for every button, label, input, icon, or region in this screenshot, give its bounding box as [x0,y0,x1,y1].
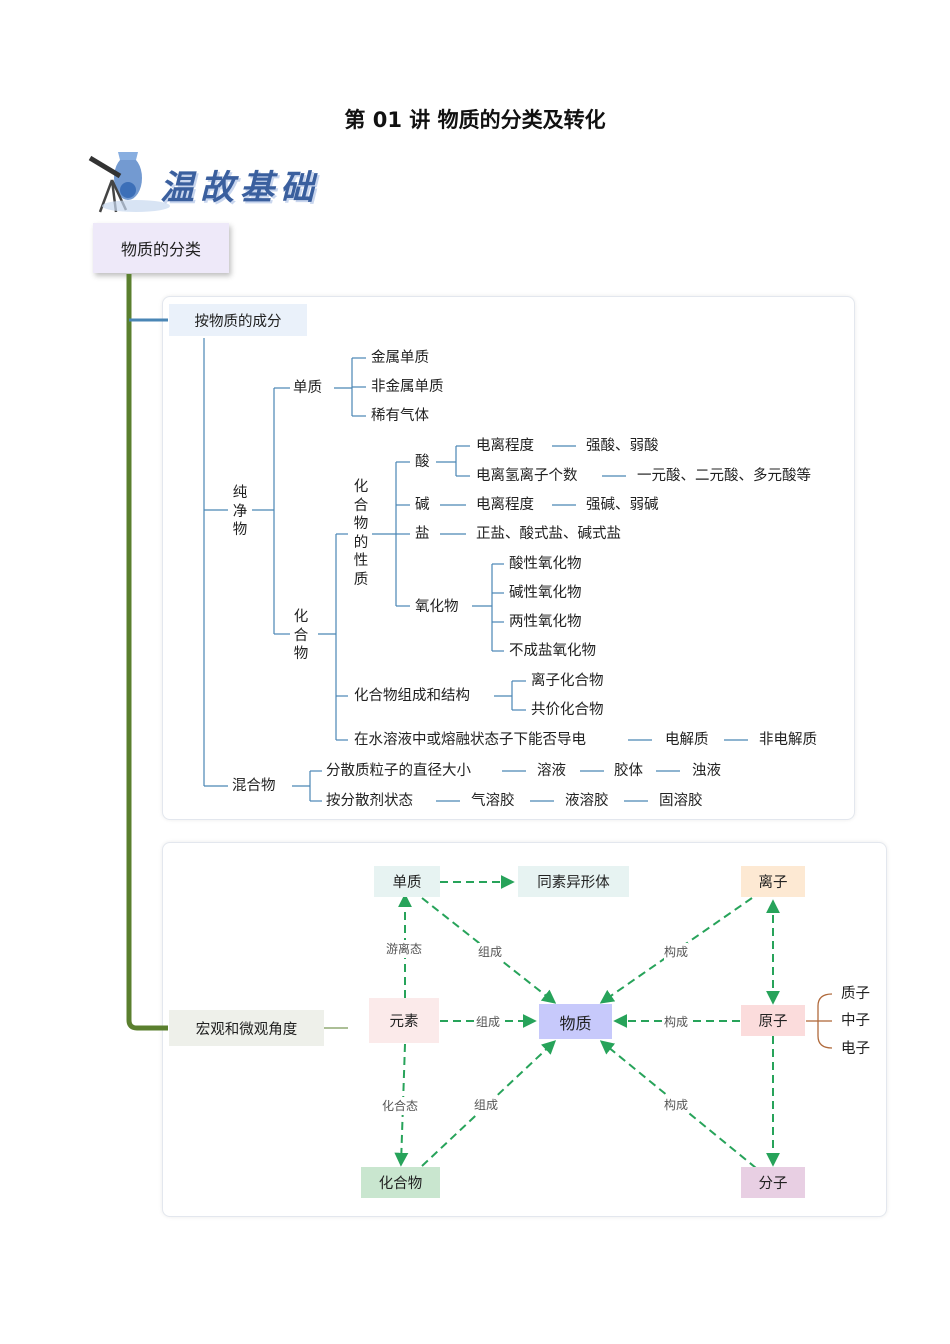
subatomic-electron: 电子 [841,1041,870,1057]
element-substance-label: 单质 [293,380,322,396]
mix-state-label: 按分散剂状态 [326,793,413,809]
label-free-state: 游离态 [386,940,423,958]
node-molecule: 分子 [741,1167,805,1198]
elem-item-nonmetal: 非金属单质 [371,379,444,395]
node-element: 元素 [369,998,439,1043]
structure-ionic: 离子化合物 [531,673,604,689]
compound-label: 化合物 [293,609,309,662]
mix-size-colloid: 胶体 [614,763,643,779]
structure-label: 化合物组成和结构 [354,688,470,704]
pure-label: 纯净物 [232,485,248,538]
conduct-label: 在水溶液中或熔融状态子下能否导电 [354,732,586,748]
nonelectrolyte-label: 非电解质 [759,732,817,748]
node-allotrope: 同素异形体 [518,866,629,897]
node-element-substance: 单质 [374,866,440,897]
oxide-nonsalt: 不成盐氧化物 [509,643,596,659]
mix-state-liquid: 液溶胶 [565,793,609,809]
subatomic-proton: 质子 [841,986,870,1002]
base-strength: 强碱、弱碱 [586,497,659,513]
mix-size-solution: 溶液 [537,763,566,779]
oxide-label: 氧化物 [415,599,459,615]
salt-types: 正盐、酸式盐、碱式盐 [476,526,621,542]
oxide-amphoteric: 两性氧化物 [509,614,582,630]
acid-h-count: 电离氢离子个数 [476,468,578,484]
label-constitute-3: 构成 [664,1096,689,1114]
elem-item-noble: 稀有气体 [371,408,429,424]
root-node: 物质的分类 [93,223,229,273]
mix-size-label: 分散质粒子的直径大小 [326,763,471,779]
compound-property-label: 化合物的性质 [353,479,369,588]
base-label: 碱 [415,497,430,513]
acid-strength: 强酸、弱酸 [586,438,659,454]
label-compose-2: 组成 [476,1013,501,1031]
macro-header: 宏观和微观角度 [169,1010,324,1046]
acid-basicity: 一元酸、二元酸、多元酸等 [637,468,811,484]
label-constitute-1: 构成 [664,943,689,961]
salt-label: 盐 [415,526,430,542]
structure-covalent: 共价化合物 [531,702,604,718]
node-compound: 化合物 [361,1167,440,1198]
page-title: 第 01 讲 物质的分类及转化 [344,108,606,132]
node-atom: 原子 [741,1005,805,1036]
label-compose-3: 组成 [474,1096,499,1114]
base-ionization: 电离程度 [476,497,534,513]
acid-label: 酸 [415,454,430,470]
label-combined-state: 化合态 [382,1097,419,1115]
acid-ionization: 电离程度 [476,438,534,454]
node-matter: 物质 [539,1004,612,1039]
oxide-basic: 碱性氧化物 [509,585,582,601]
electrolyte-label: 电解质 [665,732,709,748]
label-constitute-2: 构成 [664,1013,689,1031]
node-ion: 离子 [741,866,805,897]
banner-title: 温故基础 [160,168,320,208]
mix-size-suspension: 浊液 [692,763,721,779]
mix-state-gas: 气溶胶 [471,793,515,809]
composition-header: 按物质的成分 [169,304,307,336]
oxide-acidic: 酸性氧化物 [509,556,582,572]
telescope-icon [88,152,170,213]
label-compose-1: 组成 [478,943,503,961]
subatomic-neutron: 中子 [841,1013,870,1029]
mixture-label: 混合物 [232,778,276,794]
composition-panel [162,296,855,820]
mix-state-solid: 固溶胶 [659,793,703,809]
elem-item-metal: 金属单质 [371,350,429,366]
